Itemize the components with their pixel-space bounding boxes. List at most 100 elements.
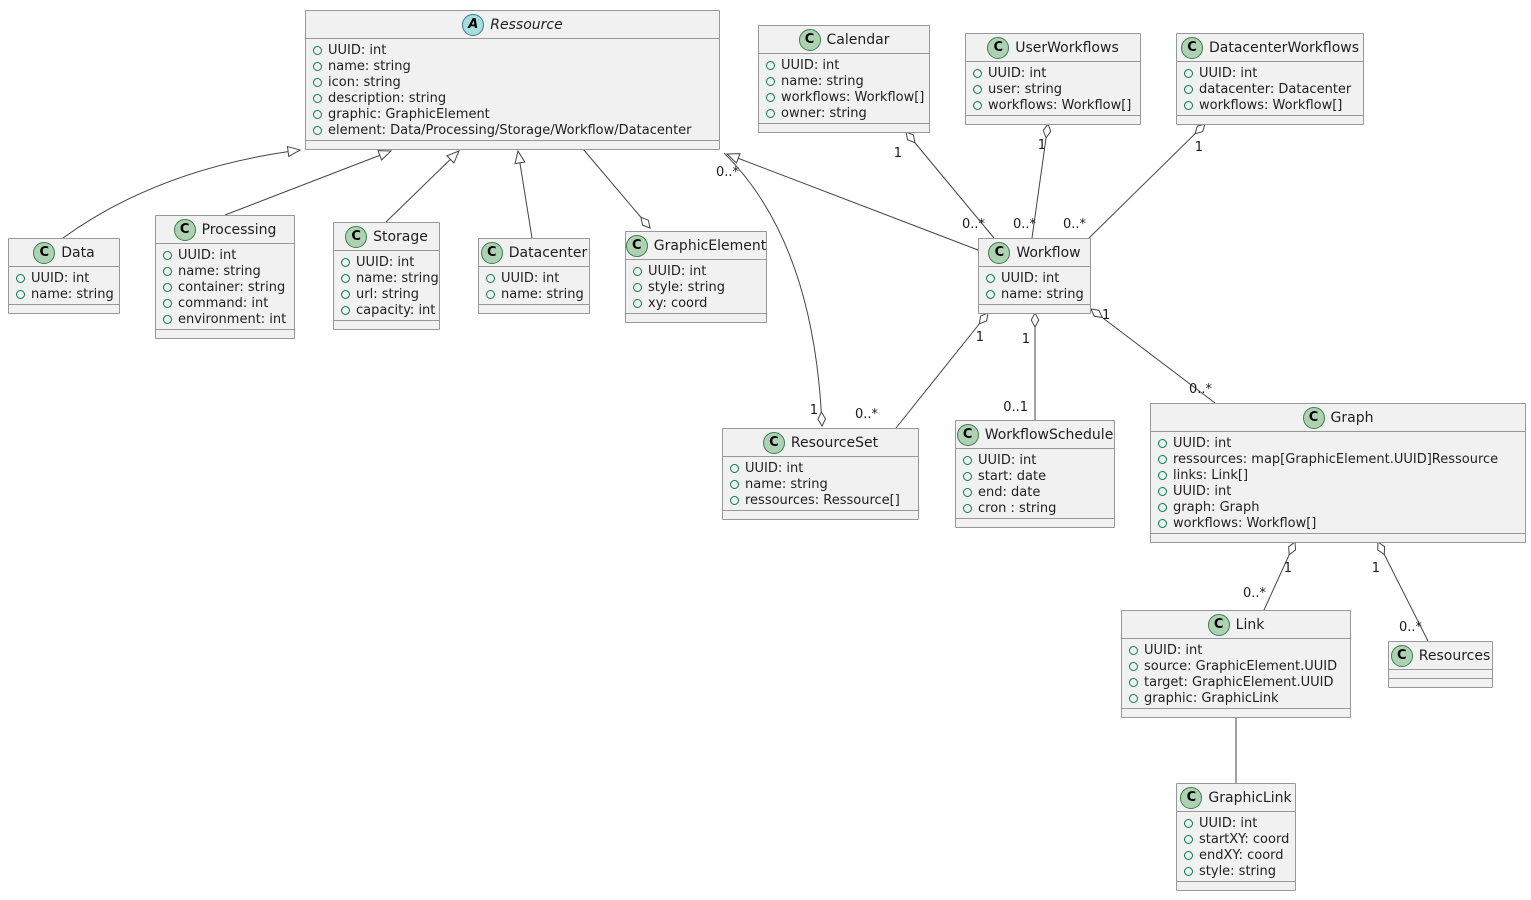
field-text: name: string xyxy=(328,58,411,74)
field-text: workflows: Workflow[] xyxy=(988,97,1132,113)
field-row: UUID: int xyxy=(156,247,294,263)
field-row: name: string xyxy=(479,286,589,302)
field-row: workflows: Workflow[] xyxy=(966,97,1140,113)
class-header: C GraphicElement xyxy=(625,232,767,260)
field-text: UUID: int xyxy=(501,270,560,286)
field-text: UUID: int xyxy=(1199,65,1258,81)
class-name: Processing xyxy=(201,221,277,238)
class-header: C Link xyxy=(1122,611,1350,639)
field-row: UUID: int xyxy=(9,270,119,286)
field-text: UUID: int xyxy=(978,452,1037,468)
public-visibility-icon xyxy=(1158,470,1167,480)
public-visibility-icon xyxy=(633,266,642,276)
field-text: name: string xyxy=(178,263,261,279)
class-header: C Storage xyxy=(334,223,439,251)
field-row: user: string xyxy=(966,81,1140,97)
field-row: workflows: Workflow[] xyxy=(1177,97,1363,113)
field-row: UUID: int xyxy=(1151,483,1525,499)
field-text: workflows: Workflow[] xyxy=(781,89,925,105)
class-name: UserWorkflows xyxy=(1015,39,1119,56)
methods-compartment xyxy=(1389,678,1492,687)
public-visibility-icon xyxy=(766,92,775,102)
class-workflow: C Workflow UUID: int name: string xyxy=(978,238,1091,314)
public-visibility-icon xyxy=(313,61,322,71)
edge-userworkflows-workflow-aggregation xyxy=(1031,124,1048,239)
field-row: UUID: int xyxy=(479,270,589,286)
field-text: UUID: int xyxy=(1173,435,1232,451)
methods-compartment xyxy=(759,123,929,132)
field-row: graph: Graph xyxy=(1151,499,1525,515)
field-text: end: date xyxy=(978,484,1041,500)
fields-compartment: UUID: int datacenter: Datacenter workflo… xyxy=(1177,62,1363,115)
class-icon: C xyxy=(956,423,979,446)
public-visibility-icon xyxy=(1129,693,1138,703)
public-visibility-icon xyxy=(963,471,972,481)
field-row: element: Data/Processing/Storage/Workflo… xyxy=(306,122,719,138)
field-text: graphic: GraphicElement xyxy=(328,106,490,122)
field-row: start: date xyxy=(956,468,1114,484)
public-visibility-icon xyxy=(1184,818,1193,828)
methods-compartment xyxy=(626,313,766,322)
field-text: UUID: int xyxy=(781,57,840,73)
public-visibility-icon xyxy=(1184,834,1193,844)
field-text: workflows: Workflow[] xyxy=(1199,97,1343,113)
field-row: name: string xyxy=(156,263,294,279)
edge-calendar-workflow-aggregation xyxy=(906,132,995,239)
public-visibility-icon xyxy=(1158,438,1167,448)
field-row: container: string xyxy=(156,279,294,295)
class-name: Graph xyxy=(1330,409,1374,426)
field-text: UUID: int xyxy=(356,254,415,270)
field-text: style: string xyxy=(648,279,726,295)
field-row: UUID: int xyxy=(626,263,766,279)
field-text: UUID: int xyxy=(328,42,387,58)
multiplicity-label: 0..* xyxy=(1013,217,1037,232)
class-datacenter: C Datacenter UUID: int name: string xyxy=(478,238,590,314)
fields-compartment: UUID: int name: string url: string capac… xyxy=(334,251,439,320)
fields-compartment: UUID: int source: GraphicElement.UUID ta… xyxy=(1122,639,1350,708)
public-visibility-icon xyxy=(973,84,982,94)
multiplicity-label: 1 xyxy=(1372,561,1380,576)
class-icon: C xyxy=(988,241,1011,264)
class-name: GraphicElement xyxy=(653,237,767,254)
public-visibility-icon xyxy=(341,305,350,315)
multiplicity-label: 0..* xyxy=(962,217,986,232)
fields-compartment: UUID: int name: string xyxy=(479,267,589,304)
field-row: ressources: Ressource[] xyxy=(723,492,918,508)
methods-compartment xyxy=(979,304,1090,313)
field-row: name: string xyxy=(979,286,1090,302)
field-text: name: string xyxy=(745,476,828,492)
field-row: cron : string xyxy=(956,500,1114,516)
field-row: target: GraphicElement.UUID xyxy=(1122,674,1350,690)
class-icon: C xyxy=(625,234,648,257)
class-header: C Datacenter xyxy=(479,239,589,267)
public-visibility-icon xyxy=(313,125,322,135)
methods-compartment xyxy=(479,304,589,313)
field-text: datacenter: Datacenter xyxy=(1199,81,1352,97)
class-icon: C xyxy=(1180,786,1203,809)
field-text: description: string xyxy=(328,90,447,106)
field-text: name: string xyxy=(31,286,114,302)
methods-compartment xyxy=(1177,881,1295,890)
edge-graph-link-aggregation xyxy=(1263,542,1295,611)
public-visibility-icon xyxy=(1158,502,1167,512)
class-icon: C xyxy=(173,218,196,241)
public-visibility-icon xyxy=(730,495,739,505)
fields-compartment: UUID: int name: string workflows: Workfl… xyxy=(759,54,929,123)
class-icon: C xyxy=(345,225,368,248)
public-visibility-icon xyxy=(973,68,982,78)
class-icon: C xyxy=(33,241,56,264)
class-icon: C xyxy=(762,431,785,454)
multiplicity-label: 1 xyxy=(1102,308,1110,323)
field-text: UUID: int xyxy=(988,65,1047,81)
class-header: C Resources xyxy=(1389,642,1492,670)
class-header: C Data xyxy=(9,239,119,267)
methods-compartment xyxy=(156,329,294,338)
multiplicity-label: 1 xyxy=(976,330,984,345)
field-row: name: string xyxy=(334,270,439,286)
public-visibility-icon xyxy=(486,289,495,299)
fields-compartment: UUID: int ressources: map[GraphicElement… xyxy=(1151,432,1525,533)
public-visibility-icon xyxy=(313,77,322,87)
fields-compartment: UUID: int style: string xy: coord xyxy=(626,260,766,313)
methods-compartment xyxy=(334,320,439,329)
